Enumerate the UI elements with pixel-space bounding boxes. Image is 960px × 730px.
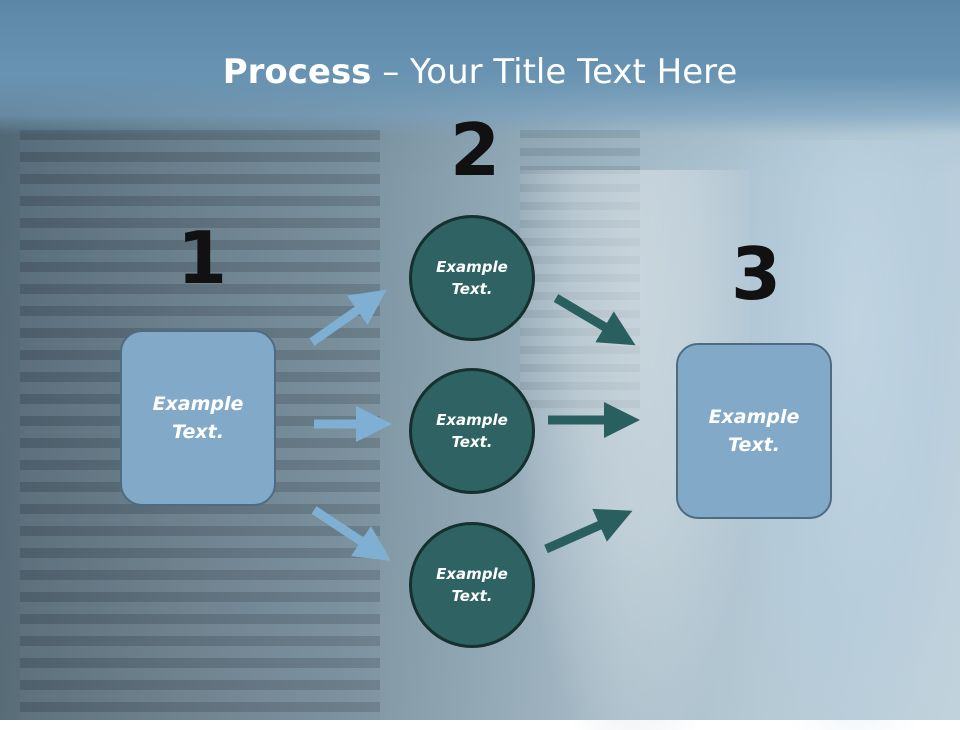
title-bold: Process xyxy=(222,52,372,92)
title-band xyxy=(0,0,960,135)
circle-step-bottom[interactable]: Example Text. xyxy=(409,522,535,648)
right-box-line2: Text. xyxy=(728,434,780,456)
right-box-line1: Example xyxy=(708,405,800,428)
arrow-right-icon xyxy=(544,508,633,554)
circle-bottom-line2: Text. xyxy=(451,587,493,605)
circle-middle-line2: Text. xyxy=(451,433,493,451)
circle-top-line1: Example xyxy=(436,257,508,276)
right-text-box[interactable]: Example Text. xyxy=(676,343,832,519)
circle-bottom-line1: Example xyxy=(436,564,508,583)
step-number-1: 1 xyxy=(177,216,228,300)
step-number-3: 3 xyxy=(731,232,782,316)
slide-title[interactable]: Process – Your Title Text Here xyxy=(0,52,960,92)
circle-top-line2: Text. xyxy=(451,280,493,298)
left-box-line2: Text. xyxy=(172,421,224,443)
arrow-right-icon xyxy=(311,506,392,561)
circle-middle-line1: Example xyxy=(436,410,508,429)
title-rest: – Your Title Text Here xyxy=(371,52,738,92)
left-text-box[interactable]: Example Text. xyxy=(120,330,276,506)
circle-step-middle[interactable]: Example Text. xyxy=(409,368,535,494)
arrow-right-icon xyxy=(309,289,387,346)
left-box-line1: Example xyxy=(152,392,244,415)
arrow-right-icon xyxy=(553,294,636,346)
circle-step-top[interactable]: Example Text. xyxy=(409,215,535,341)
step-number-2: 2 xyxy=(450,108,501,192)
